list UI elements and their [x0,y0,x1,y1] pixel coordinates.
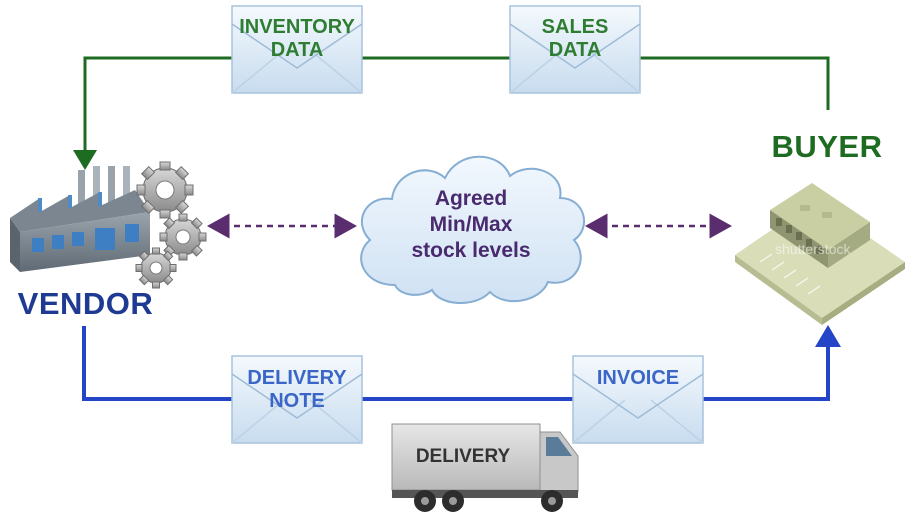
sales-data-line2: DATA [548,39,602,61]
buyer-label: BUYER [771,129,883,164]
factory-icon [10,166,150,272]
invoice-line1: INVOICE [596,367,680,389]
cloud-text-line2: Min/Max [429,213,513,236]
watermark-text: shutterstock [775,241,851,257]
gears-icon [135,161,207,289]
store-building-icon [735,183,905,325]
envelope-icon-inventory [231,5,363,94]
delivery-note-line1: DELIVERY [247,367,347,389]
vendor-label: VENDOR [17,286,154,321]
delivery-note-line2: NOTE [269,390,325,412]
inventory-data-label: INVENTORY DATA [232,16,362,62]
agreed-stock-levels-text: Agreed Min/Max stock levels [390,186,552,264]
sales-data-label: SALES DATA [510,16,640,62]
invoice-label: INVOICE [573,367,703,390]
sales-data-line1: SALES [541,16,609,38]
truck-delivery-label: DELIVERY [415,446,511,467]
delivery-truck-icon [391,423,579,512]
delivery-note-label: DELIVERY NOTE [232,367,362,413]
inventory-data-line1: INVENTORY [239,16,355,38]
top-flow-line [73,56,830,170]
envelope-icon-invoice [572,355,704,444]
envelope-icon-sales [509,5,641,94]
envelope-icon-delivery-note [231,355,363,444]
cloud-icon [360,155,585,305]
inventory-data-line2: DATA [270,39,324,61]
bottom-flow-line [82,325,841,401]
cloud-text-line1: Agreed [434,187,508,210]
cloud-text-line3: stock levels [411,239,531,262]
